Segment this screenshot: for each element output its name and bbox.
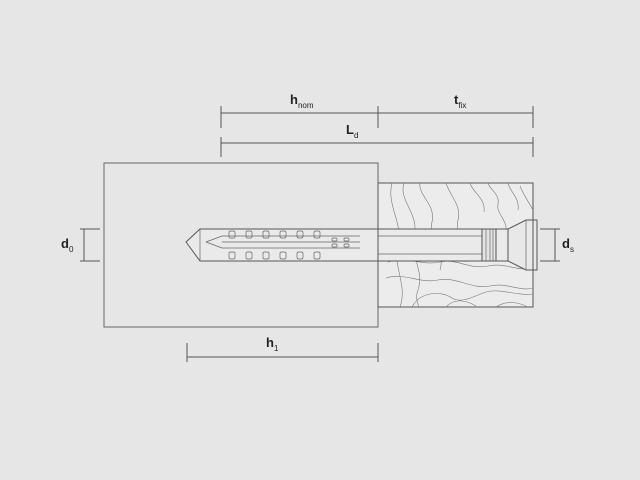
dimension-d-s-label: ds (562, 236, 574, 254)
anchor-countersunk-head (507, 219, 538, 271)
dimension-t-fix-label: tfix (454, 92, 466, 110)
dimension-t-fix: tfix (378, 92, 534, 128)
dimension-l-d-label: Ld (346, 122, 358, 140)
dimension-h-nom-label: hnom (290, 92, 314, 110)
dimension-h-1-label: h1 (266, 335, 279, 353)
dimension-h-nom: hnom (220, 92, 379, 128)
dimension-d-0: d0 (61, 228, 100, 262)
dimension-l-d: Ld (220, 122, 534, 157)
dimension-h-1: h1 (186, 335, 379, 362)
anchor-plug (185, 228, 379, 262)
dimension-d-s: ds (540, 228, 574, 262)
anchor-sleeve-in-fixture (377, 228, 509, 262)
dimension-d-0-label: d0 (61, 236, 74, 254)
